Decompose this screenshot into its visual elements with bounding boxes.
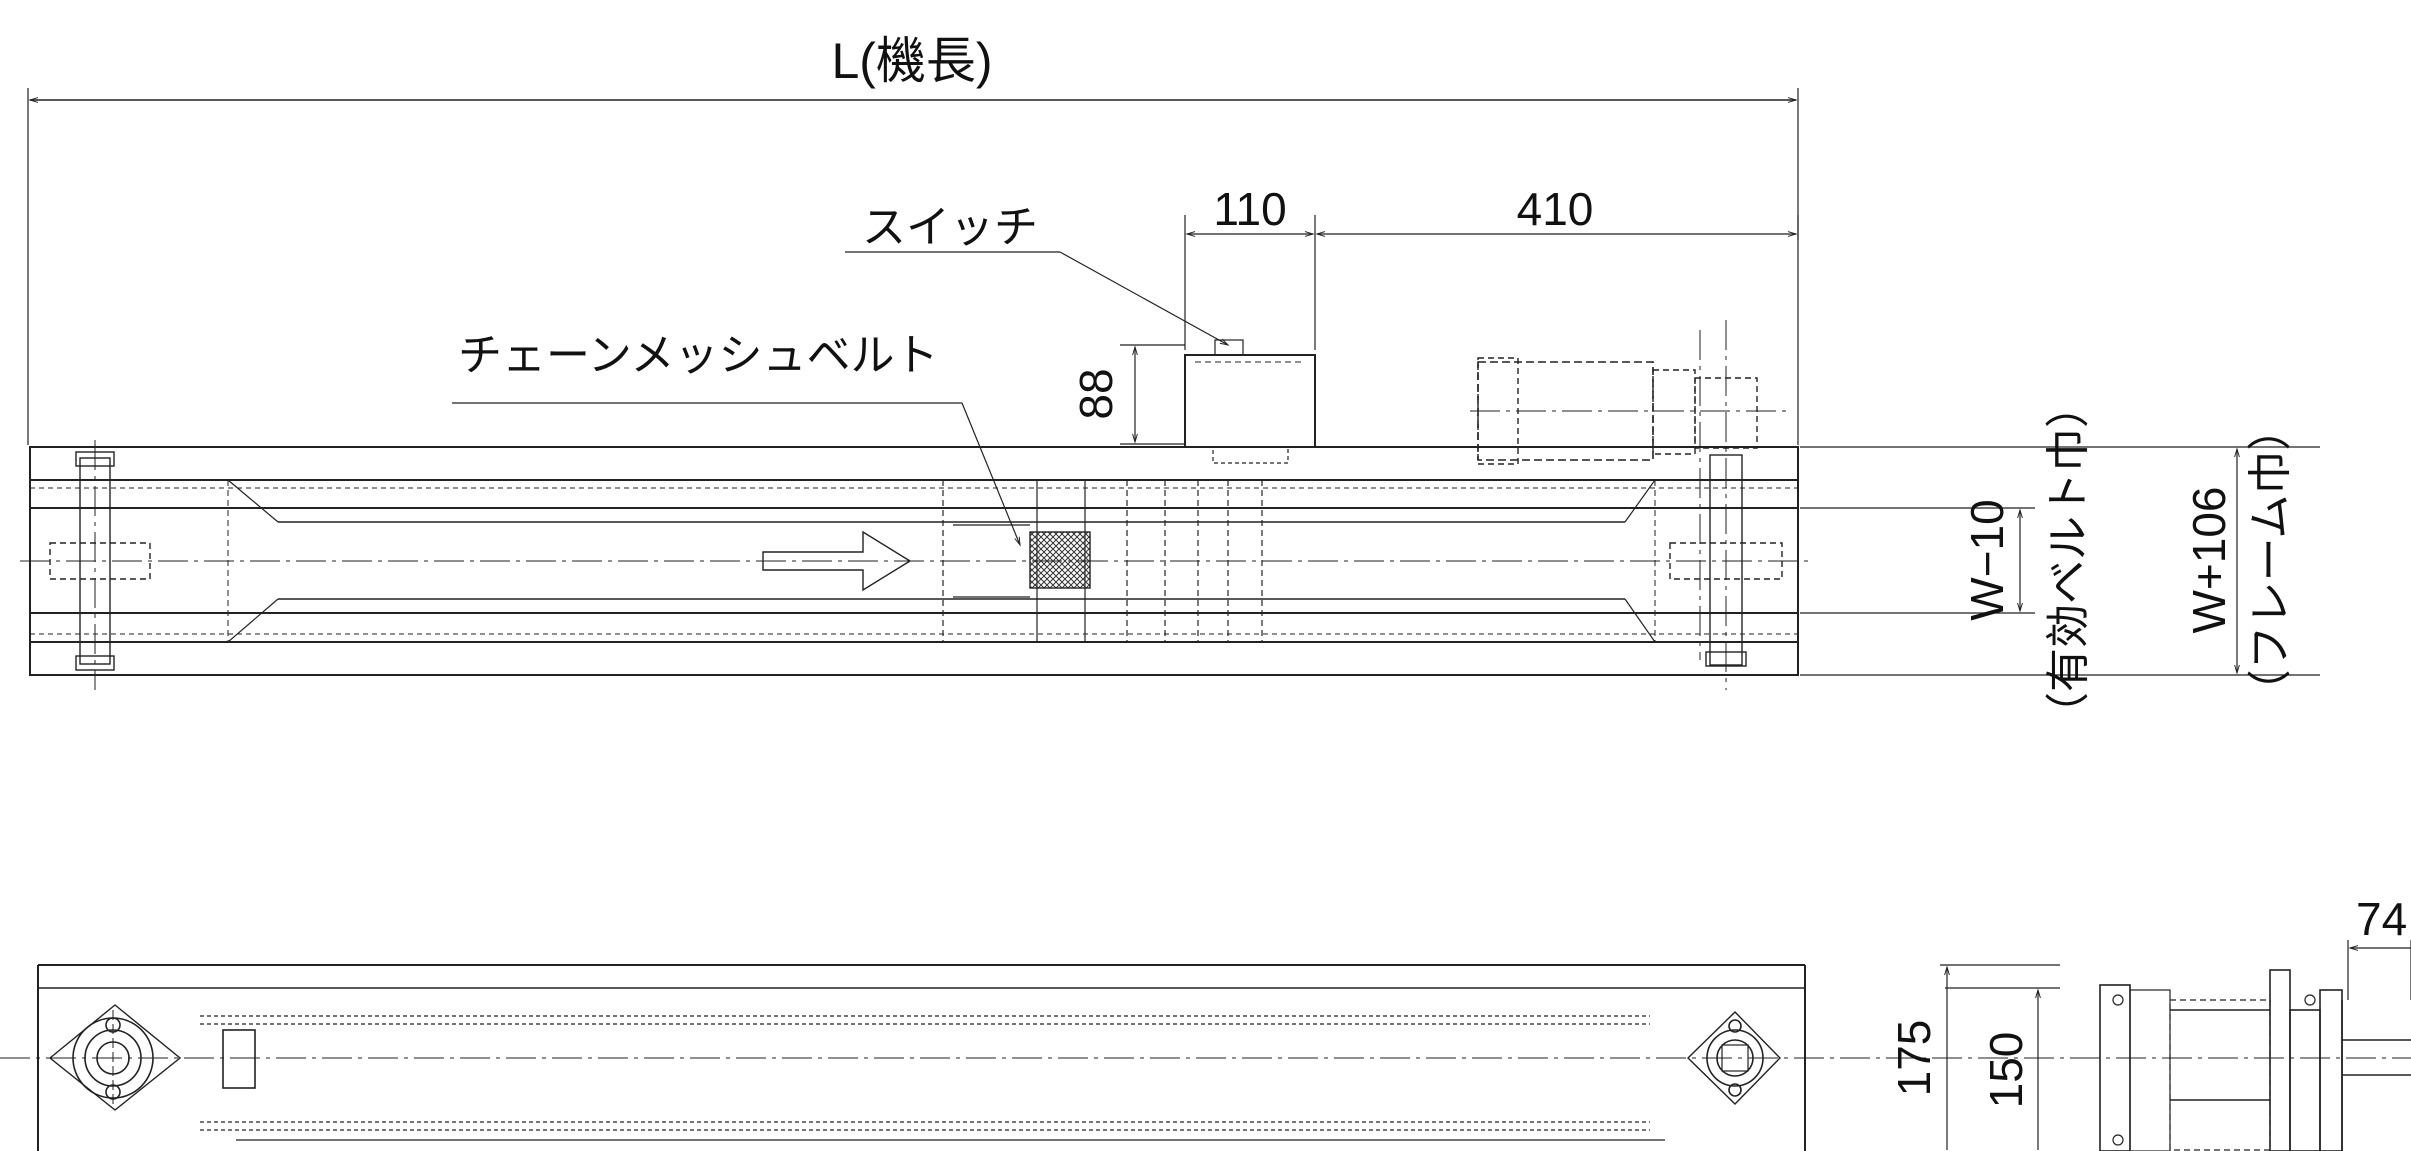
effective-belt-width-note: （有効ベルト巾） (2044, 384, 2093, 736)
overall-length-dimension (27, 88, 1799, 445)
effective-belt-width-dim: W−10 (1961, 499, 2013, 620)
motor-position-dimensions (1184, 215, 1799, 350)
side-view: 175 150 74 (0, 893, 2411, 1151)
side-switch-block (222, 1029, 256, 1089)
frame-width-dim: W+106 (2183, 486, 2235, 633)
switch-height-dimension (1120, 344, 1185, 445)
switch-leader-arrow (1059, 251, 1230, 346)
end-section-view (2099, 940, 2411, 1151)
frame-width-note: （フレーム巾） (2246, 407, 2295, 714)
end-offset-dim: 74 (2356, 893, 2407, 945)
side-height-outer-dim: 175 (1888, 1020, 1940, 1097)
right-pulley-bearing (1686, 1011, 1781, 1105)
conveyor-frame-top (20, 446, 1810, 676)
left-pulley-bearing (48, 1004, 182, 1111)
switch-callout-label: スイッチ (862, 203, 1038, 252)
mesh-belt-swatch (1029, 531, 1091, 589)
side-height-dimensions (1940, 964, 2060, 1150)
width-dimensions (1800, 446, 2320, 676)
switch-box (1184, 339, 1316, 464)
switch-height-dim: 88 (1070, 368, 1122, 419)
switch-width-dim: 110 (1213, 183, 1286, 235)
side-height-inner-dim: 150 (1980, 1032, 2032, 1109)
flow-direction-arrow (762, 530, 912, 592)
right-shaft-end (1669, 320, 1783, 690)
belt-leader-arrow (961, 402, 1021, 547)
drive-section (942, 480, 1263, 642)
conveyor-frame-side (0, 964, 2411, 1151)
left-shaft-end (49, 440, 151, 690)
motor-offset-dim: 410 (1517, 183, 1594, 235)
overall-length-label: L(機長) (831, 33, 992, 89)
belt-callout-label: チェーンメッシュベルト (458, 331, 938, 380)
top-view: L(機長) 110 410 88 スイッチ チェーンメッシュベルト (20, 33, 2320, 736)
